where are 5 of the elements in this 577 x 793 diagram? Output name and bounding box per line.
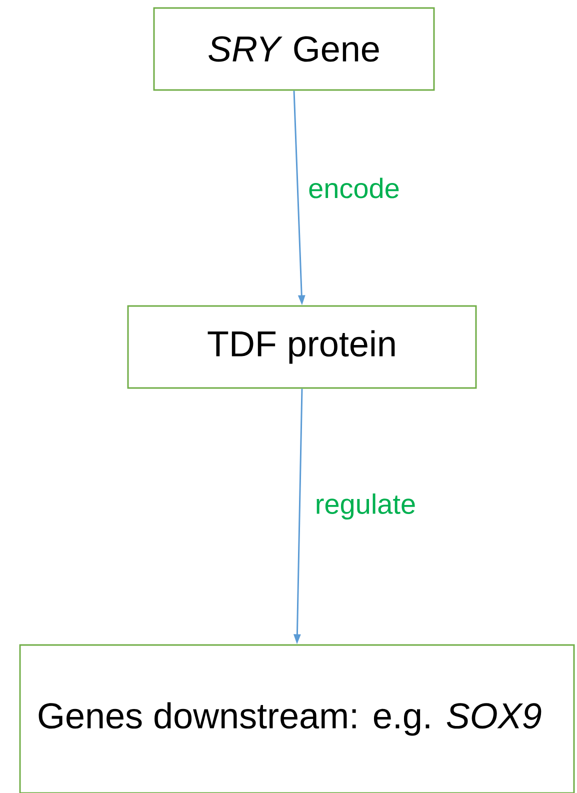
process-box: Genes downstream: e.g. SOX9 <box>19 644 575 793</box>
edge-label: regulate <box>314 492 418 521</box>
edge-label: encode <box>307 176 401 200</box>
process-box: TDF protein <box>127 305 477 389</box>
process-box: SRY Gene <box>153 7 435 91</box>
